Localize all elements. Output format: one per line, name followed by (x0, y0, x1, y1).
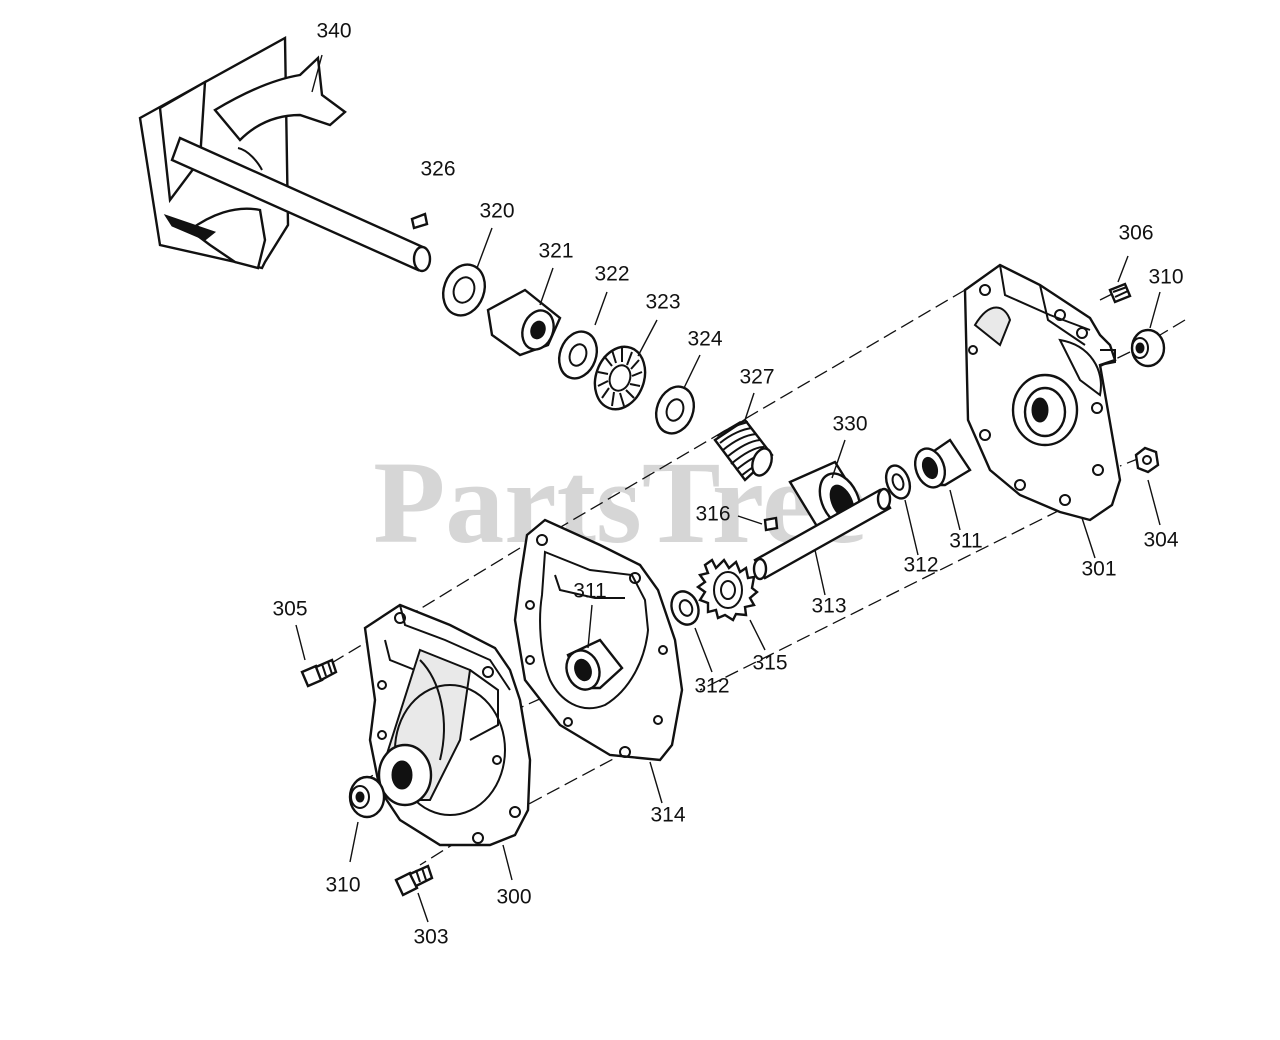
washer-312-upper (884, 464, 912, 500)
washer-312-lower (670, 590, 700, 626)
label-322: 322 (594, 263, 629, 286)
label-310-lower: 310 (325, 874, 360, 897)
key-326 (410, 212, 429, 230)
gear-housing-300 (363, 603, 532, 847)
label-312-lower: 312 (694, 675, 729, 698)
label-314: 314 (650, 804, 685, 827)
washer-322 (557, 330, 599, 380)
label-310-upper: 310 (1148, 266, 1183, 289)
label-320: 320 (479, 200, 514, 223)
label-327: 327 (739, 366, 774, 389)
bearing-310-lower (348, 775, 386, 819)
part-labels: 340 326 320 321 322 323 324 327 330 316 … (272, 20, 1183, 949)
gear-housing-301 (963, 263, 1122, 522)
label-306: 306 (1118, 222, 1153, 245)
nut-304 (1134, 446, 1160, 474)
bearing-311-lower (565, 638, 624, 691)
bearing-310-upper (1130, 328, 1166, 368)
thrust-bearing-323 (593, 345, 647, 411)
set-screw-306 (1108, 282, 1132, 304)
bolt-303 (394, 864, 434, 897)
label-340: 340 (316, 20, 351, 43)
gear-315 (695, 558, 759, 622)
worm-shaft-313 (752, 487, 892, 581)
leader-lines (295, 54, 1161, 923)
label-312-upper: 312 (903, 554, 938, 577)
bearing-311-upper (913, 438, 972, 489)
label-324: 324 (687, 328, 722, 351)
washer-324 (654, 385, 696, 435)
bolt-305 (300, 658, 338, 688)
washer-320 (442, 263, 486, 317)
label-311-upper: 311 (949, 530, 982, 553)
label-326: 326 (420, 158, 455, 181)
worm-gear-327 (713, 418, 774, 482)
label-311-lower: 311 (573, 580, 606, 603)
label-303: 303 (413, 926, 448, 949)
label-313: 313 (811, 595, 846, 618)
bushing-321 (486, 288, 562, 357)
label-301: 301 (1081, 558, 1116, 581)
label-330: 330 (832, 413, 867, 436)
label-300: 300 (496, 886, 531, 909)
impeller-shaft-340 (138, 35, 432, 273)
label-316: 316 (695, 503, 730, 526)
label-315: 315 (752, 652, 787, 675)
label-321: 321 (538, 240, 573, 263)
label-305: 305 (272, 598, 307, 621)
label-304: 304 (1143, 529, 1178, 552)
label-323: 323 (645, 291, 680, 314)
key-316 (763, 516, 779, 532)
